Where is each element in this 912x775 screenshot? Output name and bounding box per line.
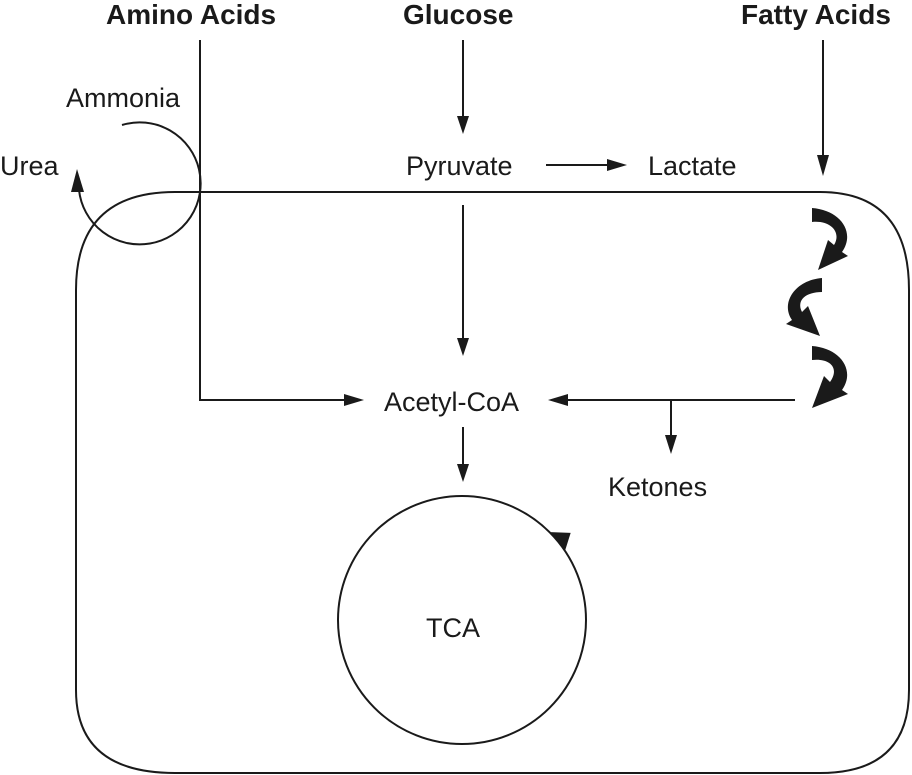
arrowhead-icon <box>457 464 469 482</box>
urea-label: Urea <box>0 151 60 181</box>
amino-acids-label: Amino Acids <box>106 0 276 30</box>
cell-boundary <box>75 191 910 774</box>
amino-acids-to-acetyl-coa-arrow <box>199 40 344 401</box>
arrowhead-icon <box>344 394 364 406</box>
acetyl-coa-label: Acetyl-CoA <box>384 387 519 417</box>
ammonia-to-urea-arrow <box>78 121 202 246</box>
lactate-label: Lactate <box>648 151 737 181</box>
tca-cycle-arrow-icon <box>550 532 571 551</box>
arrowhead-icon <box>607 159 627 171</box>
tca-cycle-circle <box>337 495 587 745</box>
beta-oxidation-cycle-icon <box>786 208 848 408</box>
arrowhead-icon <box>817 155 829 176</box>
arrowhead-icon <box>548 394 568 406</box>
pyruvate-label: Pyruvate <box>406 151 513 181</box>
arrowhead-icon <box>457 338 469 356</box>
tca-label: TCA <box>426 613 480 643</box>
glucose-label: Glucose <box>403 0 513 30</box>
arrowhead-icon <box>457 116 469 134</box>
ammonia-label: Ammonia <box>66 83 181 113</box>
ketones-label: Ketones <box>608 472 707 502</box>
fatty-acids-label: Fatty Acids <box>741 0 891 30</box>
arrowhead-icon <box>71 169 84 192</box>
arrowhead-icon <box>665 435 677 454</box>
